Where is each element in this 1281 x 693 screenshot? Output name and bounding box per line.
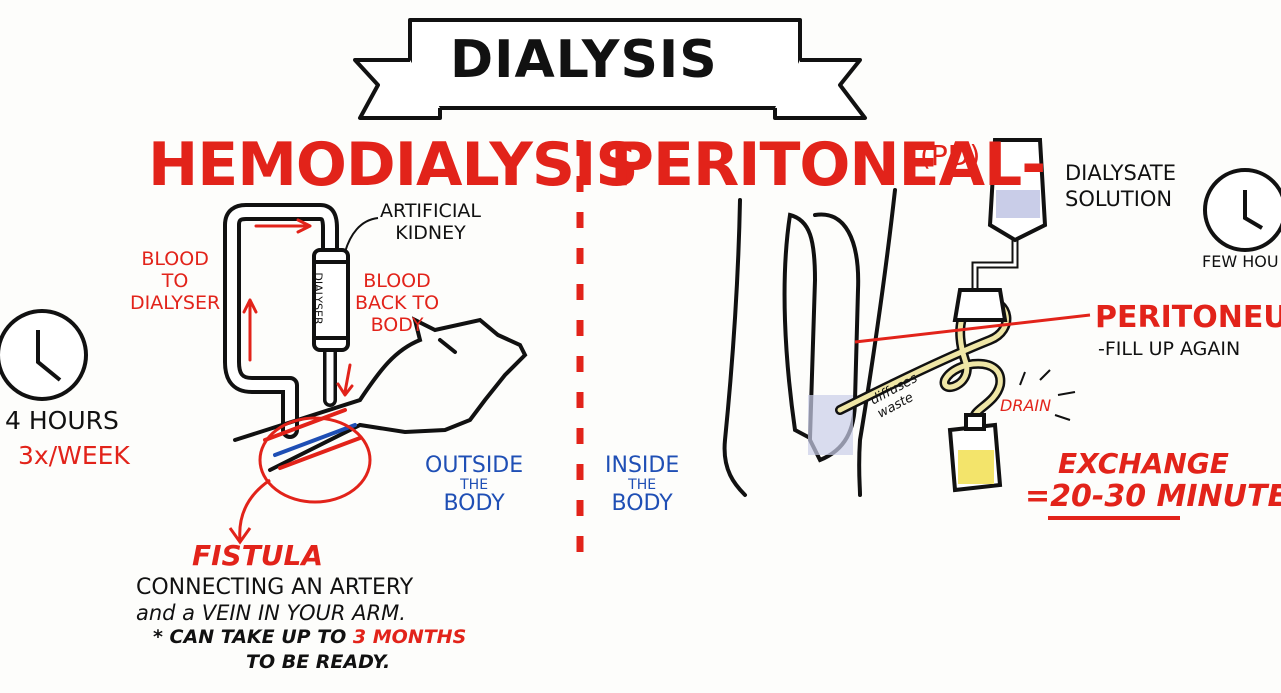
pd-abbreviation: (PD) <box>920 139 981 172</box>
fistula-line2: and a VEIN IN YOUR ARM. <box>136 601 406 625</box>
dialysate-solution-label: DIALYSATE SOLUTION <box>1065 161 1177 211</box>
hours-label: 4 HOURS <box>5 406 119 435</box>
outside-body-label: OUTSIDE THE BODY <box>425 453 524 516</box>
fistula-line1: CONNECTING AN ARTERY <box>136 575 414 600</box>
hemodialysis-heading: HEMODIALYSIS <box>148 130 639 200</box>
dialyser-label: DIALYSER <box>311 272 325 325</box>
page-title: DIALYSIS <box>450 30 718 90</box>
fill-up-label: -FILL UP AGAIN <box>1098 338 1241 360</box>
artificial-kidney-label: ARTIFICIAL KIDNEY <box>380 200 482 244</box>
blood-back-label: BLOOD BACK TO BODY <box>355 270 440 336</box>
fistula-note-line2: TO BE READY. <box>246 651 391 673</box>
clock-icon <box>0 309 88 401</box>
dialyser-icon <box>312 248 350 352</box>
drain-label: DRAIN <box>1000 396 1052 415</box>
fistula-note-months: 3 MONTHS <box>352 626 467 648</box>
blood-to-dialyser-label: BLOOD TO DIALYSER <box>130 248 221 314</box>
title-banner <box>353 18 867 120</box>
exchange-time-label: =20-30 MINUTE <box>1025 479 1281 514</box>
arm-drawing <box>233 316 528 472</box>
peritoneum-label: PERITONEUM <box>1095 300 1281 335</box>
exchange-label: EXCHANGE <box>1058 447 1229 480</box>
inside-body-label: INSIDE THE BODY <box>605 453 680 516</box>
drain-bag-icon <box>947 413 1003 493</box>
dialysate-bag-icon <box>987 138 1048 243</box>
per-week-label: 3x/WEEK <box>18 441 130 470</box>
clamp-icon <box>952 288 1008 322</box>
fistula-arrow <box>228 478 271 545</box>
dialyser-tubing <box>223 203 354 439</box>
pd-tube <box>835 236 1019 425</box>
artificial-kidney-pointer <box>344 217 379 253</box>
fistula-vessels <box>263 408 362 470</box>
clock-icon-right <box>1203 168 1281 252</box>
fistula-heading: FISTULA <box>192 539 324 572</box>
peritoneum-pointer <box>854 313 1091 344</box>
drain-burst <box>1019 369 1076 421</box>
fistula-note: * CAN TAKE UP TO 3 MONTHS <box>153 626 467 648</box>
peritoneal-heading: PERITONEAL- <box>610 130 1046 200</box>
few-hours-label: FEW HOU <box>1202 252 1279 271</box>
fistula-circle <box>258 416 372 504</box>
